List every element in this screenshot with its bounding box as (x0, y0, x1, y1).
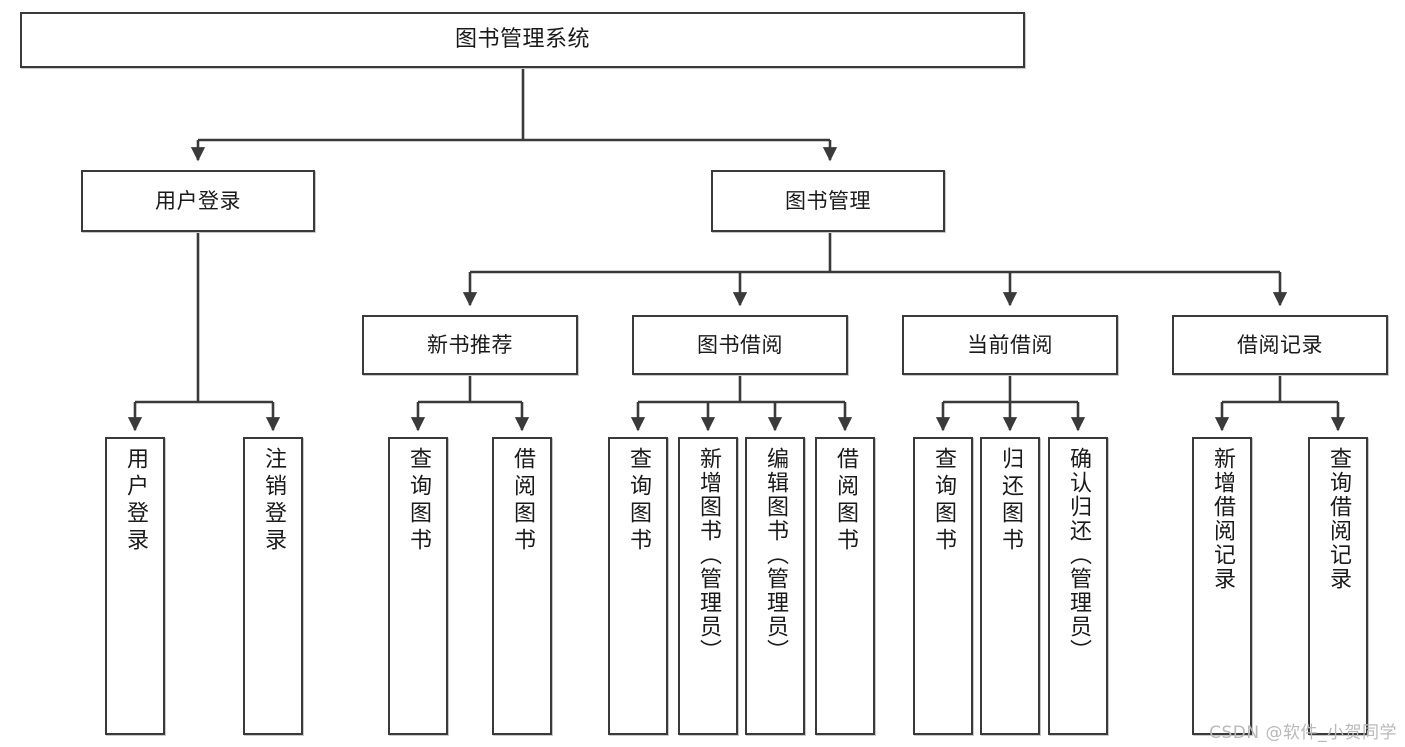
node-label: 借阅图书 (510, 447, 535, 555)
leaf-query-book-current[interactable]: 查询图书 (913, 437, 973, 735)
leaf-logout[interactable]: 注销登录 (243, 437, 303, 735)
node-root-system[interactable]: 图书管理系统 (20, 12, 1025, 68)
node-label: 借阅图书 (833, 447, 858, 555)
node-label: 编辑图书（管理员） (763, 447, 788, 663)
node-label: 查询图书 (931, 447, 956, 555)
node-label: 当前借阅 (967, 332, 1053, 357)
node-label: 查询图书 (406, 447, 431, 555)
node-label: 查询借阅记录 (1326, 447, 1351, 591)
node-label: 借阅记录 (1237, 332, 1323, 357)
node-label: 用户登录 (155, 188, 241, 213)
leaf-edit-book-admin[interactable]: 编辑图书（管理员） (745, 437, 805, 735)
node-label: 图书管理系统 (454, 27, 590, 53)
leaf-return-book[interactable]: 归还图书 (980, 437, 1040, 735)
node-label: 查询图书 (626, 447, 651, 555)
node-label: 确认归还（管理员） (1066, 447, 1091, 663)
node-label: 新书推荐 (427, 332, 513, 357)
leaf-query-book-borrow[interactable]: 查询图书 (608, 437, 668, 735)
node-borrow-record[interactable]: 借阅记录 (1172, 315, 1388, 375)
leaf-query-borrow-record[interactable]: 查询借阅记录 (1308, 437, 1368, 735)
node-label: 新增借阅记录 (1210, 447, 1235, 591)
node-user-login[interactable]: 用户登录 (81, 170, 315, 232)
leaf-add-book-admin[interactable]: 新增图书（管理员） (678, 437, 738, 735)
node-label: 注销登录 (261, 447, 286, 555)
leaf-confirm-return-admin[interactable]: 确认归还（管理员） (1048, 437, 1108, 735)
node-new-book-recommend[interactable]: 新书推荐 (362, 315, 578, 375)
node-label: 图书借阅 (697, 332, 783, 357)
node-current-borrow[interactable]: 当前借阅 (902, 315, 1118, 375)
leaf-query-book-recommend[interactable]: 查询图书 (388, 437, 448, 735)
leaf-borrow-book-recommend[interactable]: 借阅图书 (492, 437, 552, 735)
node-label: 图书管理 (785, 188, 871, 213)
leaf-add-borrow-record[interactable]: 新增借阅记录 (1192, 437, 1252, 735)
leaf-borrow-book[interactable]: 借阅图书 (815, 437, 875, 735)
node-label: 用户登录 (123, 447, 148, 555)
node-label: 新增图书（管理员） (696, 447, 721, 663)
node-book-borrow[interactable]: 图书借阅 (632, 315, 848, 375)
node-label: 归还图书 (998, 447, 1023, 555)
leaf-user-login[interactable]: 用户登录 (105, 437, 165, 735)
node-book-management[interactable]: 图书管理 (711, 170, 945, 232)
